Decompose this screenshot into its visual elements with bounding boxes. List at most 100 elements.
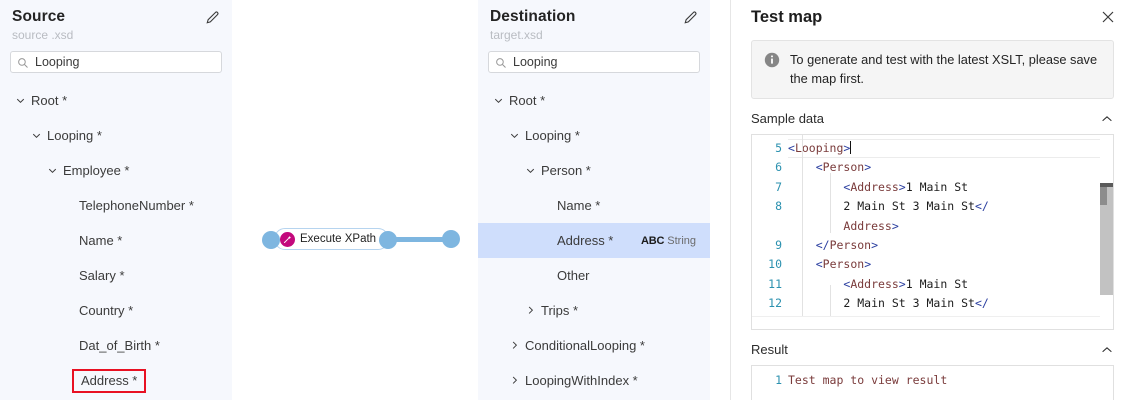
source-panel-title: Source xyxy=(12,8,66,25)
line-number: 10 xyxy=(768,257,782,272)
tree-item-label: LoopingWithIndex * xyxy=(525,373,638,388)
pencil-icon[interactable] xyxy=(682,8,700,26)
code-line: Address> xyxy=(843,218,899,233)
test-map-title: Test map xyxy=(751,8,823,26)
tree-item-label: Salary * xyxy=(79,268,125,283)
tree-item-label: Name * xyxy=(79,233,123,248)
active-line-highlight xyxy=(788,139,1113,159)
execute-xpath-node-label: Execute XPath xyxy=(300,233,377,245)
node-input-port[interactable] xyxy=(262,231,280,249)
tree-item-telephonenumber[interactable]: TelephoneNumber * xyxy=(0,188,232,223)
editor-horizontal-scrollbar[interactable] xyxy=(752,316,1100,330)
source-search-value: Looping xyxy=(35,55,80,69)
tree-item-type-badge: ABC String xyxy=(640,234,696,247)
close-icon[interactable] xyxy=(1098,7,1118,27)
source-schema-panel: Source source .xsd Looping Root * Looping… xyxy=(0,0,232,400)
connection-endpoint[interactable] xyxy=(442,230,460,248)
chevron-down-icon[interactable] xyxy=(492,94,505,107)
chevron-up-icon[interactable] xyxy=(1100,112,1114,126)
tree-item-country[interactable]: Country * xyxy=(0,293,232,328)
tree-item-name[interactable]: Name * xyxy=(0,223,232,258)
line-number: 1 xyxy=(775,373,782,388)
destination-schema-panel: Destination target.xsd Looping Root *Loo… xyxy=(478,0,710,400)
chevron-right-icon[interactable] xyxy=(524,304,537,317)
destination-panel-title: Destination xyxy=(490,8,576,25)
destination-search-input[interactable]: Looping xyxy=(488,51,700,73)
search-icon xyxy=(495,56,507,68)
tree-item-employee[interactable]: Employee * xyxy=(0,153,232,188)
tree-item-label: Employee * xyxy=(63,163,130,178)
tree-item-label: Address * xyxy=(72,368,147,393)
tree-item-address[interactable]: Address *ABC String xyxy=(478,223,710,258)
result-section-header[interactable]: Result xyxy=(751,342,1114,357)
chevron-up-icon[interactable] xyxy=(1100,343,1114,357)
tree-item-person[interactable]: Person * xyxy=(478,153,710,188)
destination-file-name: target.xsd xyxy=(490,28,543,42)
source-search-input[interactable]: Looping xyxy=(10,51,222,73)
result-editor[interactable]: 1 Test map to view result xyxy=(751,365,1114,400)
node-output-port[interactable] xyxy=(379,231,398,249)
tree-item-label: Root * xyxy=(31,93,68,108)
chevron-right-icon[interactable] xyxy=(508,374,521,387)
destination-panel-header: Destination target.xsd xyxy=(478,0,710,42)
tree-item-looping[interactable]: Looping * xyxy=(478,118,710,153)
line-number: 7 xyxy=(775,179,782,194)
line-number: 9 xyxy=(775,238,782,253)
tree-item-looping[interactable]: Looping * xyxy=(0,118,232,153)
source-file-name: source .xsd xyxy=(12,28,74,42)
code-line: <Address>1 Main St xyxy=(843,276,969,291)
result-label: Result xyxy=(751,342,788,358)
tree-item-address[interactable]: Address * xyxy=(0,363,232,398)
tree-item-root[interactable]: Root * xyxy=(478,83,710,118)
tree-item-other[interactable]: Other xyxy=(478,258,710,293)
chevron-right-icon[interactable] xyxy=(508,339,521,352)
pencil-icon[interactable] xyxy=(204,8,222,26)
indent-guide xyxy=(830,285,831,330)
tree-item-label: Looping * xyxy=(47,128,102,143)
tree-item-label: Name * xyxy=(557,198,601,213)
tree-item-name[interactable]: Name * xyxy=(478,188,710,223)
chevron-down-icon[interactable] xyxy=(508,129,521,142)
save-map-info-text: To generate and test with the latest XSL… xyxy=(790,52,1098,86)
result-code: Test map to view result xyxy=(788,366,1113,400)
test-map-panel: Test map To generate and test with the l… xyxy=(730,0,1130,400)
scrollbar-thumb[interactable] xyxy=(1100,183,1113,296)
code-line: <Person> xyxy=(815,257,872,272)
info-icon xyxy=(764,52,780,68)
connection-edge[interactable] xyxy=(392,236,447,242)
tree-item-trips[interactable]: Trips * xyxy=(478,293,710,328)
chevron-down-icon[interactable] xyxy=(524,164,537,177)
sample-data-section-header[interactable]: Sample data xyxy=(751,111,1114,126)
destination-search-value: Looping xyxy=(513,55,558,69)
scrollbar-marker xyxy=(1100,187,1107,206)
tree-item-label: Trips * xyxy=(541,303,579,318)
tree-item-label: ConditionalLooping * xyxy=(525,338,645,353)
tree-item-label: Person * xyxy=(541,163,591,178)
sample-data-code[interactable]: <Looping> <Person> <Address>1 Main St 2 … xyxy=(788,135,1113,330)
tree-item-loopingwithindex[interactable]: LoopingWithIndex * xyxy=(478,363,710,398)
tree-item-conditionallooping[interactable]: ConditionalLooping * xyxy=(478,328,710,363)
tree-item-root[interactable]: Root * xyxy=(0,83,232,118)
mapping-function-node-group: Execute XPath xyxy=(262,228,460,250)
execute-xpath-node[interactable]: Execute XPath xyxy=(262,228,398,250)
scrollbar-thumb-cap xyxy=(1100,183,1113,188)
indent-guide xyxy=(802,135,803,330)
code-line: </Person> xyxy=(815,238,879,253)
chevron-down-icon[interactable] xyxy=(14,94,27,107)
code-line: <Address>1 Main St xyxy=(843,179,969,194)
editor-vertical-scrollbar[interactable] xyxy=(1100,135,1113,316)
search-icon xyxy=(17,56,29,68)
line-number: 8 xyxy=(775,199,782,214)
tree-item-dat-of-birth[interactable]: Dat_of_Birth * xyxy=(0,328,232,363)
code-line: <Looping> xyxy=(788,141,852,156)
xpath-function-icon xyxy=(280,231,295,247)
tree-item-salary[interactable]: Salary * xyxy=(0,258,232,293)
code-line: <Person> xyxy=(815,160,872,175)
tree-item-label: Country * xyxy=(79,303,134,318)
chevron-down-icon[interactable] xyxy=(46,164,59,177)
chevron-down-icon[interactable] xyxy=(30,129,43,142)
result-line: Test map to view result xyxy=(788,373,948,388)
sample-data-editor[interactable]: 5678910111213 <Looping> <Person> <Addres… xyxy=(751,134,1114,331)
mapping-canvas[interactable]: Execute XPath xyxy=(232,0,478,400)
